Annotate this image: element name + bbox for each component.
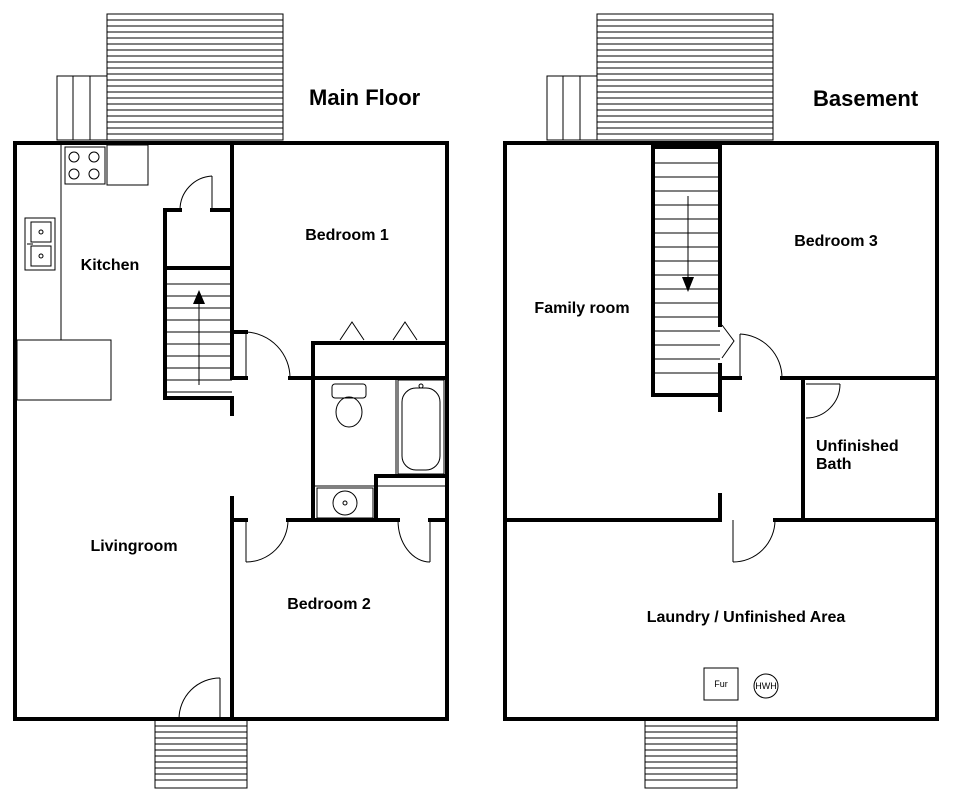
unfinished-bath-label-line2: Bath bbox=[816, 456, 852, 473]
main-floor-plan: Main Floor Kitchen Bedroom 1 Livingroom … bbox=[13, 13, 449, 789]
bedroom1-door-icon bbox=[245, 331, 291, 379]
unfinished-bath-label-line1: Unfinished bbox=[816, 438, 899, 455]
furnace-icon: Fur bbox=[703, 667, 739, 701]
bedroom3-label: Bedroom 3 bbox=[794, 233, 878, 250]
basement-plan: Fur HWH Basement Family room Bedroom 3 U… bbox=[503, 13, 939, 789]
laundry-label: Laundry / Unfinished Area bbox=[647, 609, 846, 626]
bath-door-icon bbox=[805, 383, 841, 419]
main-floor-deck bbox=[56, 13, 284, 141]
linen-closet-door-icon bbox=[397, 519, 431, 563]
closet-door-icon bbox=[179, 175, 213, 211]
basement-deck bbox=[546, 13, 774, 141]
family-room-label: Family room bbox=[534, 300, 629, 317]
bedroom3-door-icon bbox=[739, 333, 783, 379]
basement-stair-walls bbox=[651, 143, 722, 412]
bathtub-icon bbox=[397, 379, 445, 475]
laundry-walls bbox=[505, 493, 805, 522]
water-heater-icon: HWH bbox=[753, 673, 779, 699]
kitchen-label: Kitchen bbox=[81, 257, 140, 274]
bedroom1-label: Bedroom 1 bbox=[305, 227, 389, 244]
bifold-closet-door-icon bbox=[339, 321, 418, 341]
bedroom2-door-icon bbox=[245, 519, 289, 563]
laundry-door-icon bbox=[732, 519, 776, 563]
toilet-icon bbox=[331, 383, 367, 428]
basement-bifold-door-icon bbox=[721, 324, 735, 359]
kitchen-counters bbox=[16, 144, 149, 401]
main-floor-stairs bbox=[165, 283, 232, 393]
livingroom-label: Livingroom bbox=[90, 538, 177, 555]
front-door-icon bbox=[178, 677, 221, 720]
furnace-label: Fur bbox=[714, 679, 728, 689]
stove-icon bbox=[64, 146, 106, 185]
main-floor-stair-walls bbox=[163, 208, 234, 400]
basement-title: Basement bbox=[813, 86, 919, 111]
basement-steps bbox=[644, 719, 738, 789]
water-heater-label: HWH bbox=[755, 681, 777, 691]
unfinished-bath-walls bbox=[801, 376, 937, 522]
bedroom2-label: Bedroom 2 bbox=[287, 596, 371, 613]
kitchen-sink-icon bbox=[24, 217, 56, 271]
bedroom1-walls bbox=[230, 330, 447, 522]
basement-stairs bbox=[653, 162, 720, 374]
main-floor-bathroom bbox=[311, 376, 447, 522]
vanity-sink-icon bbox=[316, 487, 374, 519]
main-floor-title: Main Floor bbox=[309, 85, 421, 110]
main-floor-front-steps bbox=[154, 719, 248, 789]
